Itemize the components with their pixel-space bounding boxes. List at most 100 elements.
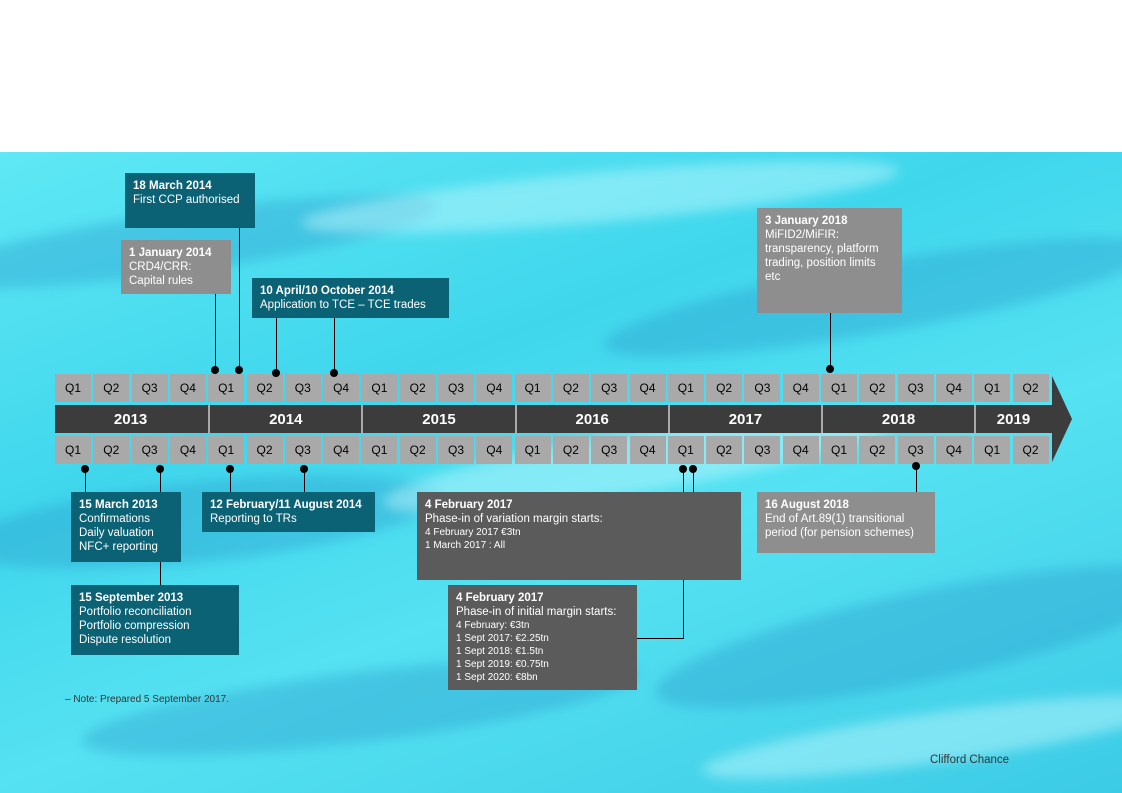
top-quarter-cell: Q1 <box>974 374 1011 402</box>
bottom-quarter-cell: Q3 <box>591 436 628 464</box>
bottom-quarter-cell: Q1 <box>821 436 857 464</box>
connector-vm <box>693 469 694 492</box>
top-quarter-cell: Q2 <box>399 374 436 402</box>
connector-tce-apr <box>276 318 277 373</box>
bottom-quarter-cell: Q1 <box>208 436 245 464</box>
connector-mar2013 <box>85 469 86 492</box>
marker-dot <box>272 369 280 377</box>
event-line: Portfolio compression <box>79 620 190 632</box>
top-quarter-cell: Q2 <box>246 374 283 402</box>
top-quarter-cell: Q1 <box>55 374 91 402</box>
year-label: 2013 <box>113 410 148 428</box>
event-line: Application to TCE – TCE trades <box>260 299 426 311</box>
year-label: 2016 <box>514 405 668 433</box>
year-label: 2018 <box>821 405 974 433</box>
event-line: period (for pension schemes) <box>765 527 914 539</box>
bottom-quarter-cell: Q4 <box>323 436 360 464</box>
event-detail: 1 Sept 2020: €8bn <box>456 672 538 683</box>
event-line: transparency, platform <box>765 243 879 255</box>
bottom-quarter-cell: Q2 <box>706 436 743 464</box>
event-title: 10 April/10 October 2014 <box>260 285 394 297</box>
top-quarter-cell: Q2 <box>93 374 130 402</box>
bottom-quarter-cell: Q2 <box>1012 436 1049 464</box>
bottom-quarter-cell: Q3 <box>897 436 934 464</box>
bottom-quarter-cell: Q3 <box>438 436 474 464</box>
event-line: End of Art.89(1) transitional <box>765 513 905 525</box>
bottom-quarter-cell: Q1 <box>361 436 398 464</box>
bottom-quarter-cell: Q4 <box>629 436 666 464</box>
connector-tce-oct <box>334 318 335 373</box>
event-title: 1 January 2014 <box>129 247 212 259</box>
event-title: 4 February 2017 <box>456 592 544 604</box>
event-line: Capital rules <box>129 275 193 287</box>
top-quarter-cell: Q2 <box>706 374 743 402</box>
event-line: CRD4/CRR: <box>129 261 192 273</box>
year-label: 2019 <box>974 405 1051 433</box>
event-detail: 1 March 2017 : All <box>425 540 506 551</box>
event-title: 18 March 2014 <box>133 180 212 192</box>
event-title: 16 August 2018 <box>765 499 849 511</box>
event-title: 12 February/11 August 2014 <box>210 499 362 511</box>
brand-label: Clifford Chance <box>930 754 1010 766</box>
top-quarter-cell: Q3 <box>131 374 168 402</box>
top-quarter-cell: Q3 <box>591 374 628 402</box>
event-line: Portfolio reconciliation <box>79 606 192 618</box>
event-title: 15 September 2013 <box>79 592 184 604</box>
top-quarter-cell: Q4 <box>782 374 819 402</box>
bottom-quarter-cell: Q3 <box>131 436 168 464</box>
top-quarter-cell: Q4 <box>476 374 513 402</box>
top-quarter-cell: Q3 <box>744 374 781 402</box>
bottom-quarter-cell: Q2 <box>552 436 589 464</box>
bottom-quarter-cell: Q4 <box>476 436 513 464</box>
event-line: MiFID2/MiFIR: <box>765 229 840 241</box>
event-line: etc <box>765 271 781 283</box>
marker-dot <box>826 365 834 373</box>
connector-im-h <box>637 638 684 639</box>
event-line: Confirmations <box>79 513 150 525</box>
event-line: First CCP authorised <box>133 194 240 206</box>
top-quarter-cell: Q4 <box>629 374 666 402</box>
event-line: NFC+ reporting <box>79 541 158 553</box>
top-quarter-cell: Q4 <box>323 374 360 402</box>
top-quarter-cell: Q1 <box>208 374 245 402</box>
top-quarter-cell: Q4 <box>169 374 206 402</box>
event-line: Reporting to TRs <box>210 513 297 525</box>
bottom-quarter-cell: Q2 <box>246 436 283 464</box>
bottom-quarter-cell: Q3 <box>744 436 781 464</box>
arrow-head-icon <box>1052 376 1072 462</box>
footnote: – Note: Prepared 5 September 2017. <box>65 694 229 705</box>
connector-ccp <box>239 228 240 370</box>
connector-crd4 <box>215 266 216 370</box>
bottom-quarter-cell: Q3 <box>284 436 321 464</box>
bottom-quarter-cell: Q1 <box>514 436 551 464</box>
event-detail: 4 February 2017 €3tn <box>425 527 521 538</box>
event-title: 4 February 2017 <box>425 499 513 511</box>
connector-trs-aug <box>304 469 305 492</box>
marker-dot <box>330 369 338 377</box>
event-title: 15 March 2013 <box>79 499 158 511</box>
event-detail: 1 Sept 2018: €1.5tn <box>456 646 544 657</box>
event-line: Phase-in of variation margin starts: <box>425 513 603 525</box>
event-line: Daily valuation <box>79 527 154 539</box>
year-label: 2014 <box>208 405 361 433</box>
marker-dot <box>211 366 219 374</box>
top-quarter-cell: Q1 <box>361 374 398 402</box>
event-detail: 1 Sept 2017: €2.25tn <box>456 633 549 644</box>
bottom-quarter-cell: Q4 <box>169 436 206 464</box>
top-quarter-cell: Q2 <box>552 374 589 402</box>
top-quarter-cell: Q2 <box>859 374 896 402</box>
top-quarter-cell: Q3 <box>438 374 474 402</box>
connector-trs-feb <box>230 469 231 492</box>
year-label: 2017 <box>667 405 821 433</box>
top-quarter-cell: Q1 <box>821 374 857 402</box>
top-quarter-cell: Q3 <box>897 374 934 402</box>
bottom-quarter-cell: Q4 <box>782 436 819 464</box>
